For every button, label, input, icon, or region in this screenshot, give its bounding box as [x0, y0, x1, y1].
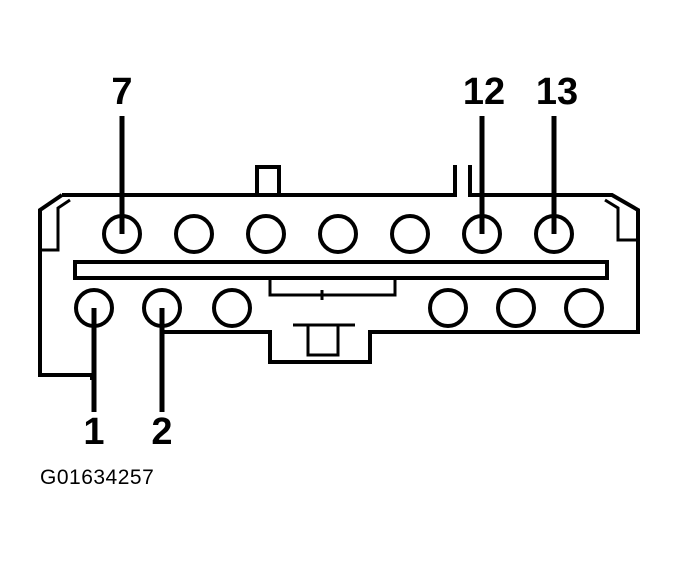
bottom-pin-row — [74, 288, 604, 328]
pin-3 — [212, 288, 252, 328]
pin-9 — [246, 214, 286, 254]
lower-slot-key — [293, 323, 355, 357]
label-pin-7: 7 — [111, 71, 132, 113]
pin-8 — [174, 214, 214, 254]
lower-center-key — [268, 280, 397, 300]
pin-4 — [428, 288, 468, 328]
label-pin-13: 13 — [536, 71, 578, 113]
leader-lines — [91, 116, 557, 412]
pin-10 — [318, 214, 358, 254]
pin-5 — [496, 288, 536, 328]
label-pin-2: 2 — [151, 411, 172, 453]
figure-id: G01634257 — [40, 466, 155, 489]
connector-inner-left — [40, 198, 71, 252]
center-divider-bar — [73, 260, 609, 280]
top-pin-row — [102, 214, 574, 254]
pin-6 — [564, 288, 604, 328]
connector-inner-right — [604, 198, 638, 242]
pin-11 — [390, 214, 430, 254]
label-pin-1: 1 — [83, 411, 104, 453]
connector-latch — [255, 165, 281, 197]
label-pin-12: 12 — [463, 71, 505, 113]
